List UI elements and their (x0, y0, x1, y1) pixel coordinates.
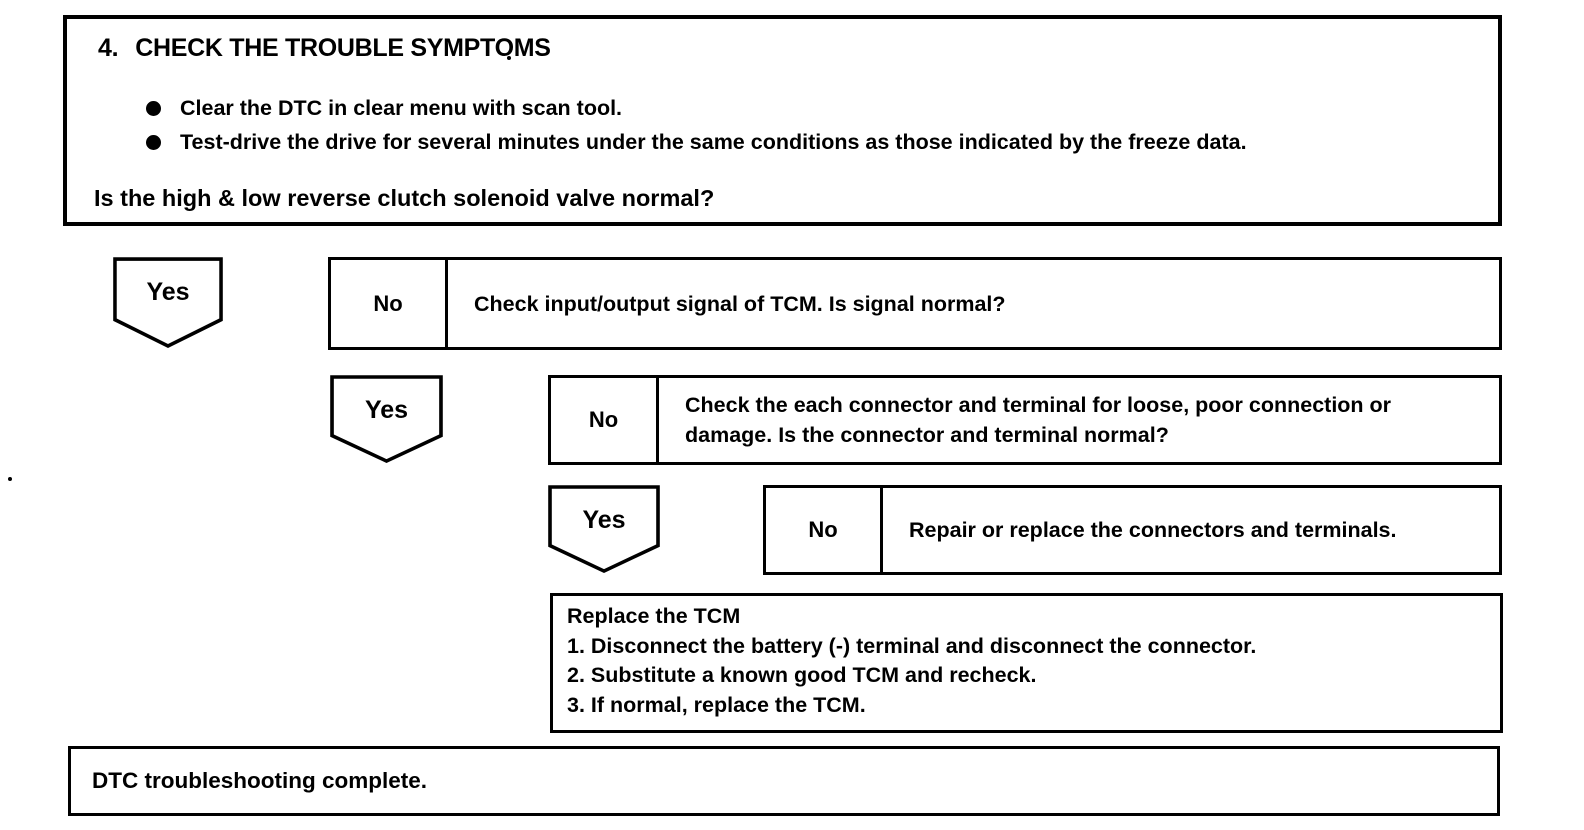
scan-speck (507, 56, 511, 60)
question-text: Is the high & low reverse clutch solenoi… (94, 185, 715, 211)
down-arrow-pentagon-icon (330, 375, 443, 463)
replace-tcm-step: 3. If normal, replace the TCM. (567, 692, 866, 717)
down-arrow-pentagon-icon (548, 485, 660, 573)
bullet-item: Test-drive the drive for several minutes… (146, 130, 1247, 155)
no-cell: No (551, 378, 659, 462)
no-label: No (808, 517, 838, 542)
no-step-box-1: No Check input/output signal of TCM. Is … (328, 257, 1502, 350)
replace-tcm-step: 1. Disconnect the battery (-) terminal a… (567, 633, 1257, 658)
no-label: No (373, 290, 403, 316)
yes-label: Yes (364, 396, 409, 424)
no-cell: No (766, 488, 883, 572)
bullet-list: Clear the DTC in clear menu with scan to… (146, 96, 1247, 155)
replace-tcm-title: Replace the TCM (567, 604, 741, 628)
yes-arrow-1: Yes (113, 257, 223, 348)
step-text: Check the each connector and terminal fo… (685, 393, 1392, 447)
bullet-text: Test-drive the drive for several minutes… (180, 130, 1247, 154)
replace-tcm-box: Replace the TCM 1. Disconnect the batter… (550, 593, 1503, 733)
no-step-box-3: No Repair or replace the connectors and … (763, 485, 1502, 575)
yes-arrow-2: Yes (330, 375, 443, 463)
bullet-icon (146, 135, 161, 150)
yes-label: Yes (582, 506, 626, 534)
step-text-cell: Check the each connector and terminal fo… (659, 378, 1499, 462)
step-text-cell: Repair or replace the connectors and ter… (883, 488, 1499, 572)
complete-box: DTC troubleshooting complete. (68, 746, 1500, 816)
down-arrow-pentagon-icon (113, 257, 223, 348)
no-cell: No (331, 260, 448, 347)
step-text: Check input/output signal of TCM. Is sig… (474, 291, 1006, 316)
bullet-icon (146, 101, 161, 116)
step-heading: 4. CHECK THE TROUBLE SYMPTOMS (98, 34, 551, 63)
no-label: No (588, 407, 619, 432)
yes-label: Yes (146, 278, 190, 306)
bullet-text: Clear the DTC in clear menu with scan to… (180, 96, 623, 120)
bullet-item: Clear the DTC in clear menu with scan to… (146, 96, 1247, 121)
step-number: 4. (98, 34, 119, 62)
step-text-cell: Check input/output signal of TCM. Is sig… (448, 260, 1499, 347)
step-title: CHECK THE TROUBLE SYMPTOMS (135, 34, 551, 62)
question-box: 4. CHECK THE TROUBLE SYMPTOMS Clear the … (63, 15, 1502, 226)
no-step-box-2: No Check the each connector and terminal… (548, 375, 1502, 465)
replace-tcm-step: 2. Substitute a known good TCM and reche… (567, 663, 1037, 687)
scan-speck (8, 477, 12, 481)
step-text: Repair or replace the connectors and ter… (909, 518, 1397, 542)
complete-text: DTC troubleshooting complete. (92, 768, 427, 793)
yes-arrow-3: Yes (548, 485, 660, 573)
